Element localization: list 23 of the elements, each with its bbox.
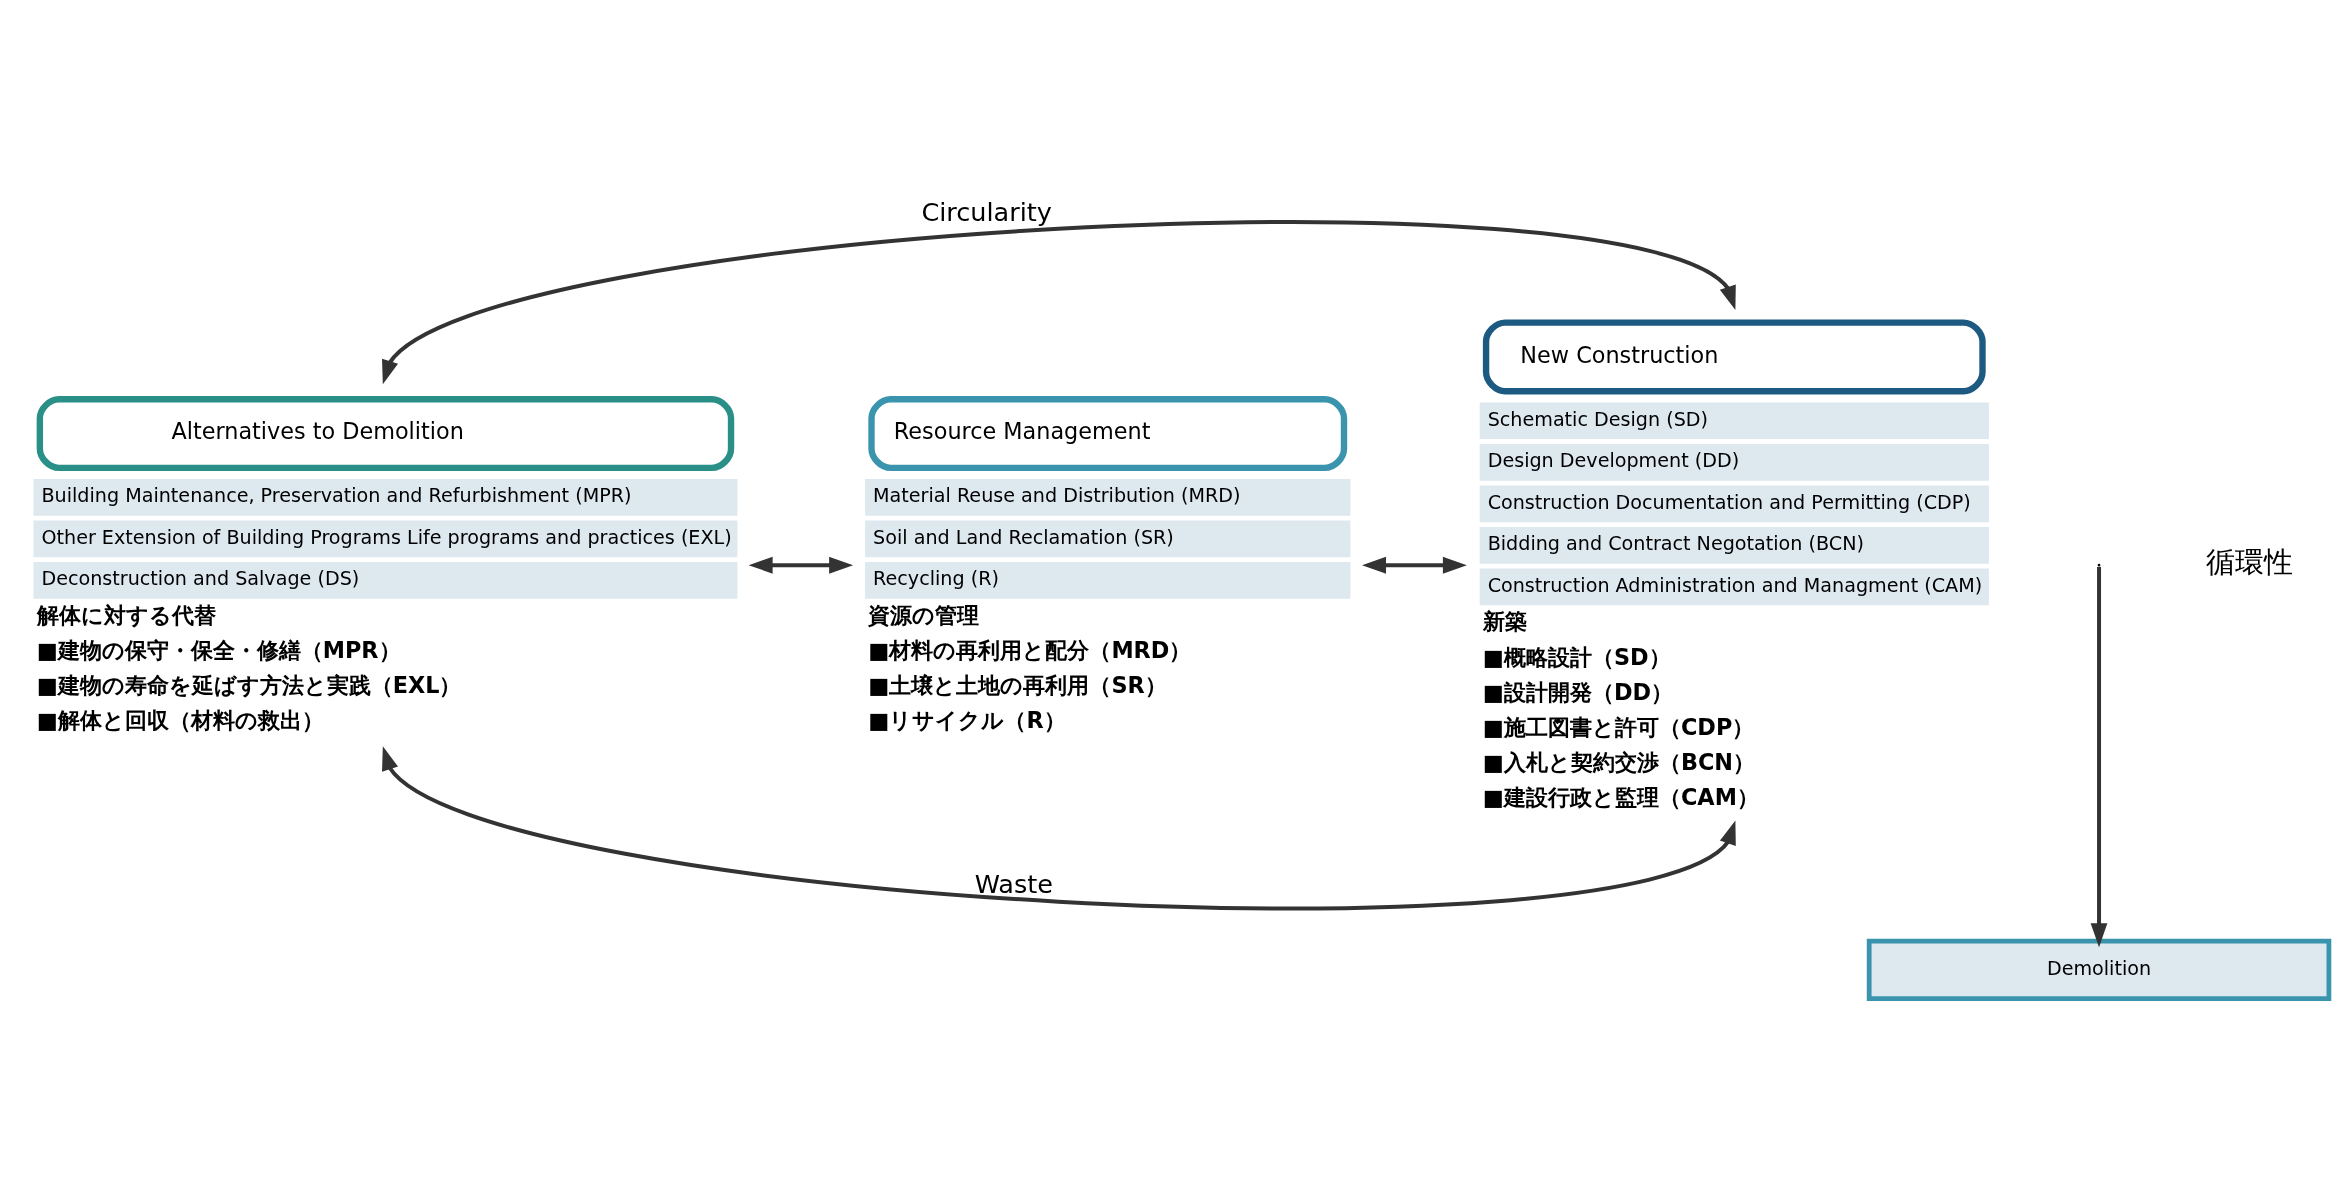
node-label: ■概略設計（SD）: [1482, 643, 1671, 670]
arrow: [2090, 566, 2108, 948]
edge-label: Waste: [974, 869, 1053, 900]
node-box: Demolition: [1866, 938, 2332, 1001]
node-label: ■施工図書と許可（CDP）: [1482, 713, 1755, 740]
node-label: ■材料の再利用と配分（MRD）: [868, 637, 1192, 664]
arrow: [1362, 556, 1467, 574]
node-label: ■入札と契約交渉（BCN）: [1482, 748, 1756, 775]
node-label: 新築: [1482, 608, 1527, 635]
arrow: [748, 556, 854, 574]
label: 循環性: [2205, 545, 2293, 580]
node-label: ■解体と回収（材料の救出）: [36, 707, 324, 734]
node-label: ■建物の寿命を延ばす方法と実践（EXL）: [36, 672, 462, 699]
edge-label: Circularity: [921, 196, 1052, 227]
node-label: 資源の管理: [868, 602, 980, 629]
node-label: 解体に対する代替: [36, 602, 216, 629]
node-label: ■リサイクル（R）: [868, 707, 1066, 734]
arrow: [382, 746, 1736, 910]
node-label: ■建設行政と監理（CAM）: [1482, 783, 1759, 810]
arrow: [382, 220, 1736, 385]
node-label: ■設計開発（DD）: [1482, 678, 1674, 705]
node-label: ■土壌と土地の再利用（SR）: [868, 672, 1167, 699]
node-label: ■建物の保守・保全・修繕（MPR）: [36, 637, 401, 664]
